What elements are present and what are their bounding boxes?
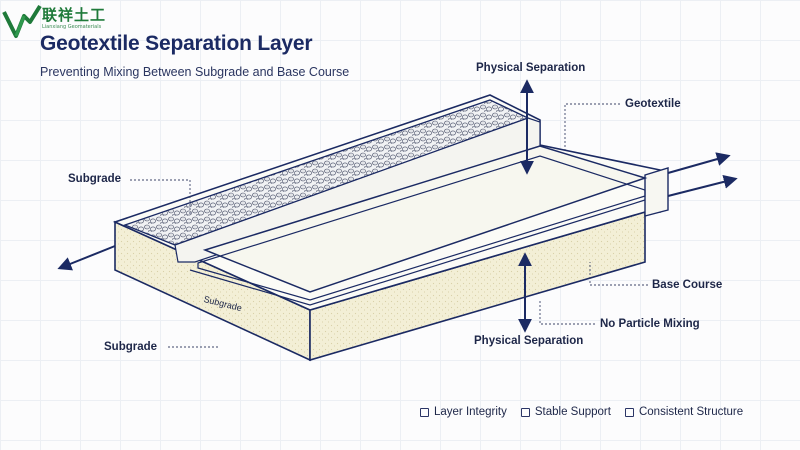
page-title: Geotextile Separation Layer xyxy=(40,32,313,55)
leader-geotextile xyxy=(564,103,620,150)
label-base-course: Base Course xyxy=(652,279,723,291)
feature-label: Layer Integrity xyxy=(434,406,507,418)
leader-no-mixing xyxy=(539,300,595,325)
leader-subgrade-top xyxy=(130,179,191,215)
checkbox-icon xyxy=(420,407,429,417)
arrow-right-upper xyxy=(667,152,731,174)
geotextile-sheet-edge xyxy=(189,199,646,306)
label-physical-separation-top: Physical Separation xyxy=(476,62,586,74)
checkbox-icon xyxy=(520,407,530,417)
logo-mark-icon xyxy=(2,4,42,38)
feature-label: Stable Support xyxy=(534,406,611,418)
logo-text-en: Lianxiang Geomaterials xyxy=(42,24,102,30)
leader-base-course xyxy=(589,262,648,286)
label-geotextile: Geotextile xyxy=(625,98,681,110)
page-subtitle: Preventing Mixing Between Subgrade and B… xyxy=(40,65,350,79)
logo-text-cn: 联祥土工 xyxy=(42,6,107,24)
label-no-particle-mixing: No Particle Mixing xyxy=(600,318,700,330)
checkbox-icon xyxy=(624,407,634,417)
arrow-right-lower xyxy=(667,174,738,197)
end-rim xyxy=(644,167,669,217)
feature-item: Stable Support xyxy=(520,406,611,418)
geotextile-sheet-top xyxy=(202,145,648,293)
feature-item: Consistent Structure xyxy=(624,406,744,418)
feature-item: Layer Integrity xyxy=(420,406,507,418)
feature-label: Consistent Structure xyxy=(638,406,744,418)
label-physical-separation-bottom: Physical Separation xyxy=(474,335,584,347)
arrow-left xyxy=(57,245,116,271)
geotextile-sheet-bottom xyxy=(197,155,646,301)
company-logo: 联祥土工 Lianxiang Geomaterials xyxy=(2,2,152,42)
label-subgrade-bottom: Subgrade xyxy=(104,341,158,353)
label-subgrade-top: Subgrade xyxy=(68,173,122,185)
feature-legend: Layer Integrity Stable Support Consisten… xyxy=(420,406,743,418)
